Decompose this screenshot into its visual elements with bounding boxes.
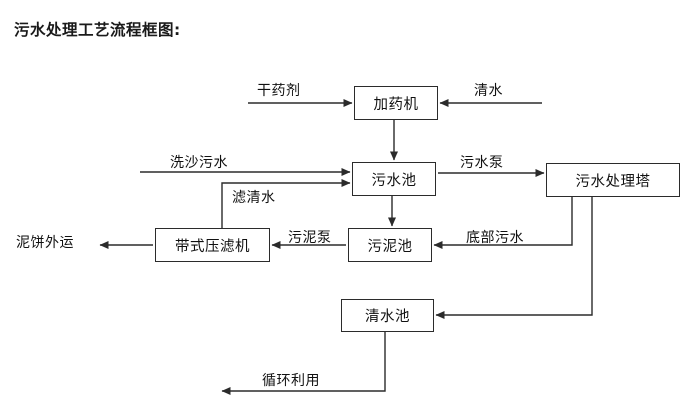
terminal-label-mud-cake-transport: 泥饼外运 [16, 235, 74, 251]
node-label: 加药机 [373, 96, 419, 113]
edge-label-filtered-clear-water: 滤清水 [232, 190, 276, 206]
edge-label-bottom-wastewater: 底部污水 [466, 230, 524, 246]
edge-label-wastewater-pump: 污水泵 [460, 155, 504, 171]
edge-tower-to-clear-water-pool [435, 197, 593, 319]
edge-clear-water-pool-to-recycle [221, 332, 386, 395]
node-treatment-tower[interactable]: 污水处理塔 [546, 163, 680, 197]
node-label: 清水池 [365, 309, 410, 325]
edge-label-sludge-pump: 污泥泵 [288, 230, 332, 246]
node-label: 污水池 [371, 172, 417, 189]
node-wastewater-pool[interactable]: 污水池 [352, 162, 436, 196]
node-belt-filter-press[interactable]: 带式压滤机 [155, 228, 270, 262]
page-title: 污水处理工艺流程框图: [14, 21, 181, 39]
edge-label-clean-water: 清水 [474, 83, 503, 99]
edge-label-recycle-use: 循环利用 [262, 373, 320, 389]
node-sludge-pool[interactable]: 污泥池 [348, 228, 432, 262]
node-clear-water-pool[interactable]: 清水池 [341, 299, 434, 332]
node-label: 污水处理塔 [575, 173, 651, 190]
edge-tower-bottom-to-sludge-pool [433, 197, 573, 249]
node-label: 带式压滤机 [175, 238, 250, 255]
edge-label-sand-wash-wastewater: 洗沙污水 [170, 155, 228, 171]
node-label: 污泥池 [367, 238, 413, 255]
node-dosing-machine[interactable]: 加药机 [354, 86, 438, 120]
edge-label-dry-chemical: 干药剂 [257, 83, 301, 99]
edge-filtered-water-to-wastewater-pool [221, 179, 351, 228]
